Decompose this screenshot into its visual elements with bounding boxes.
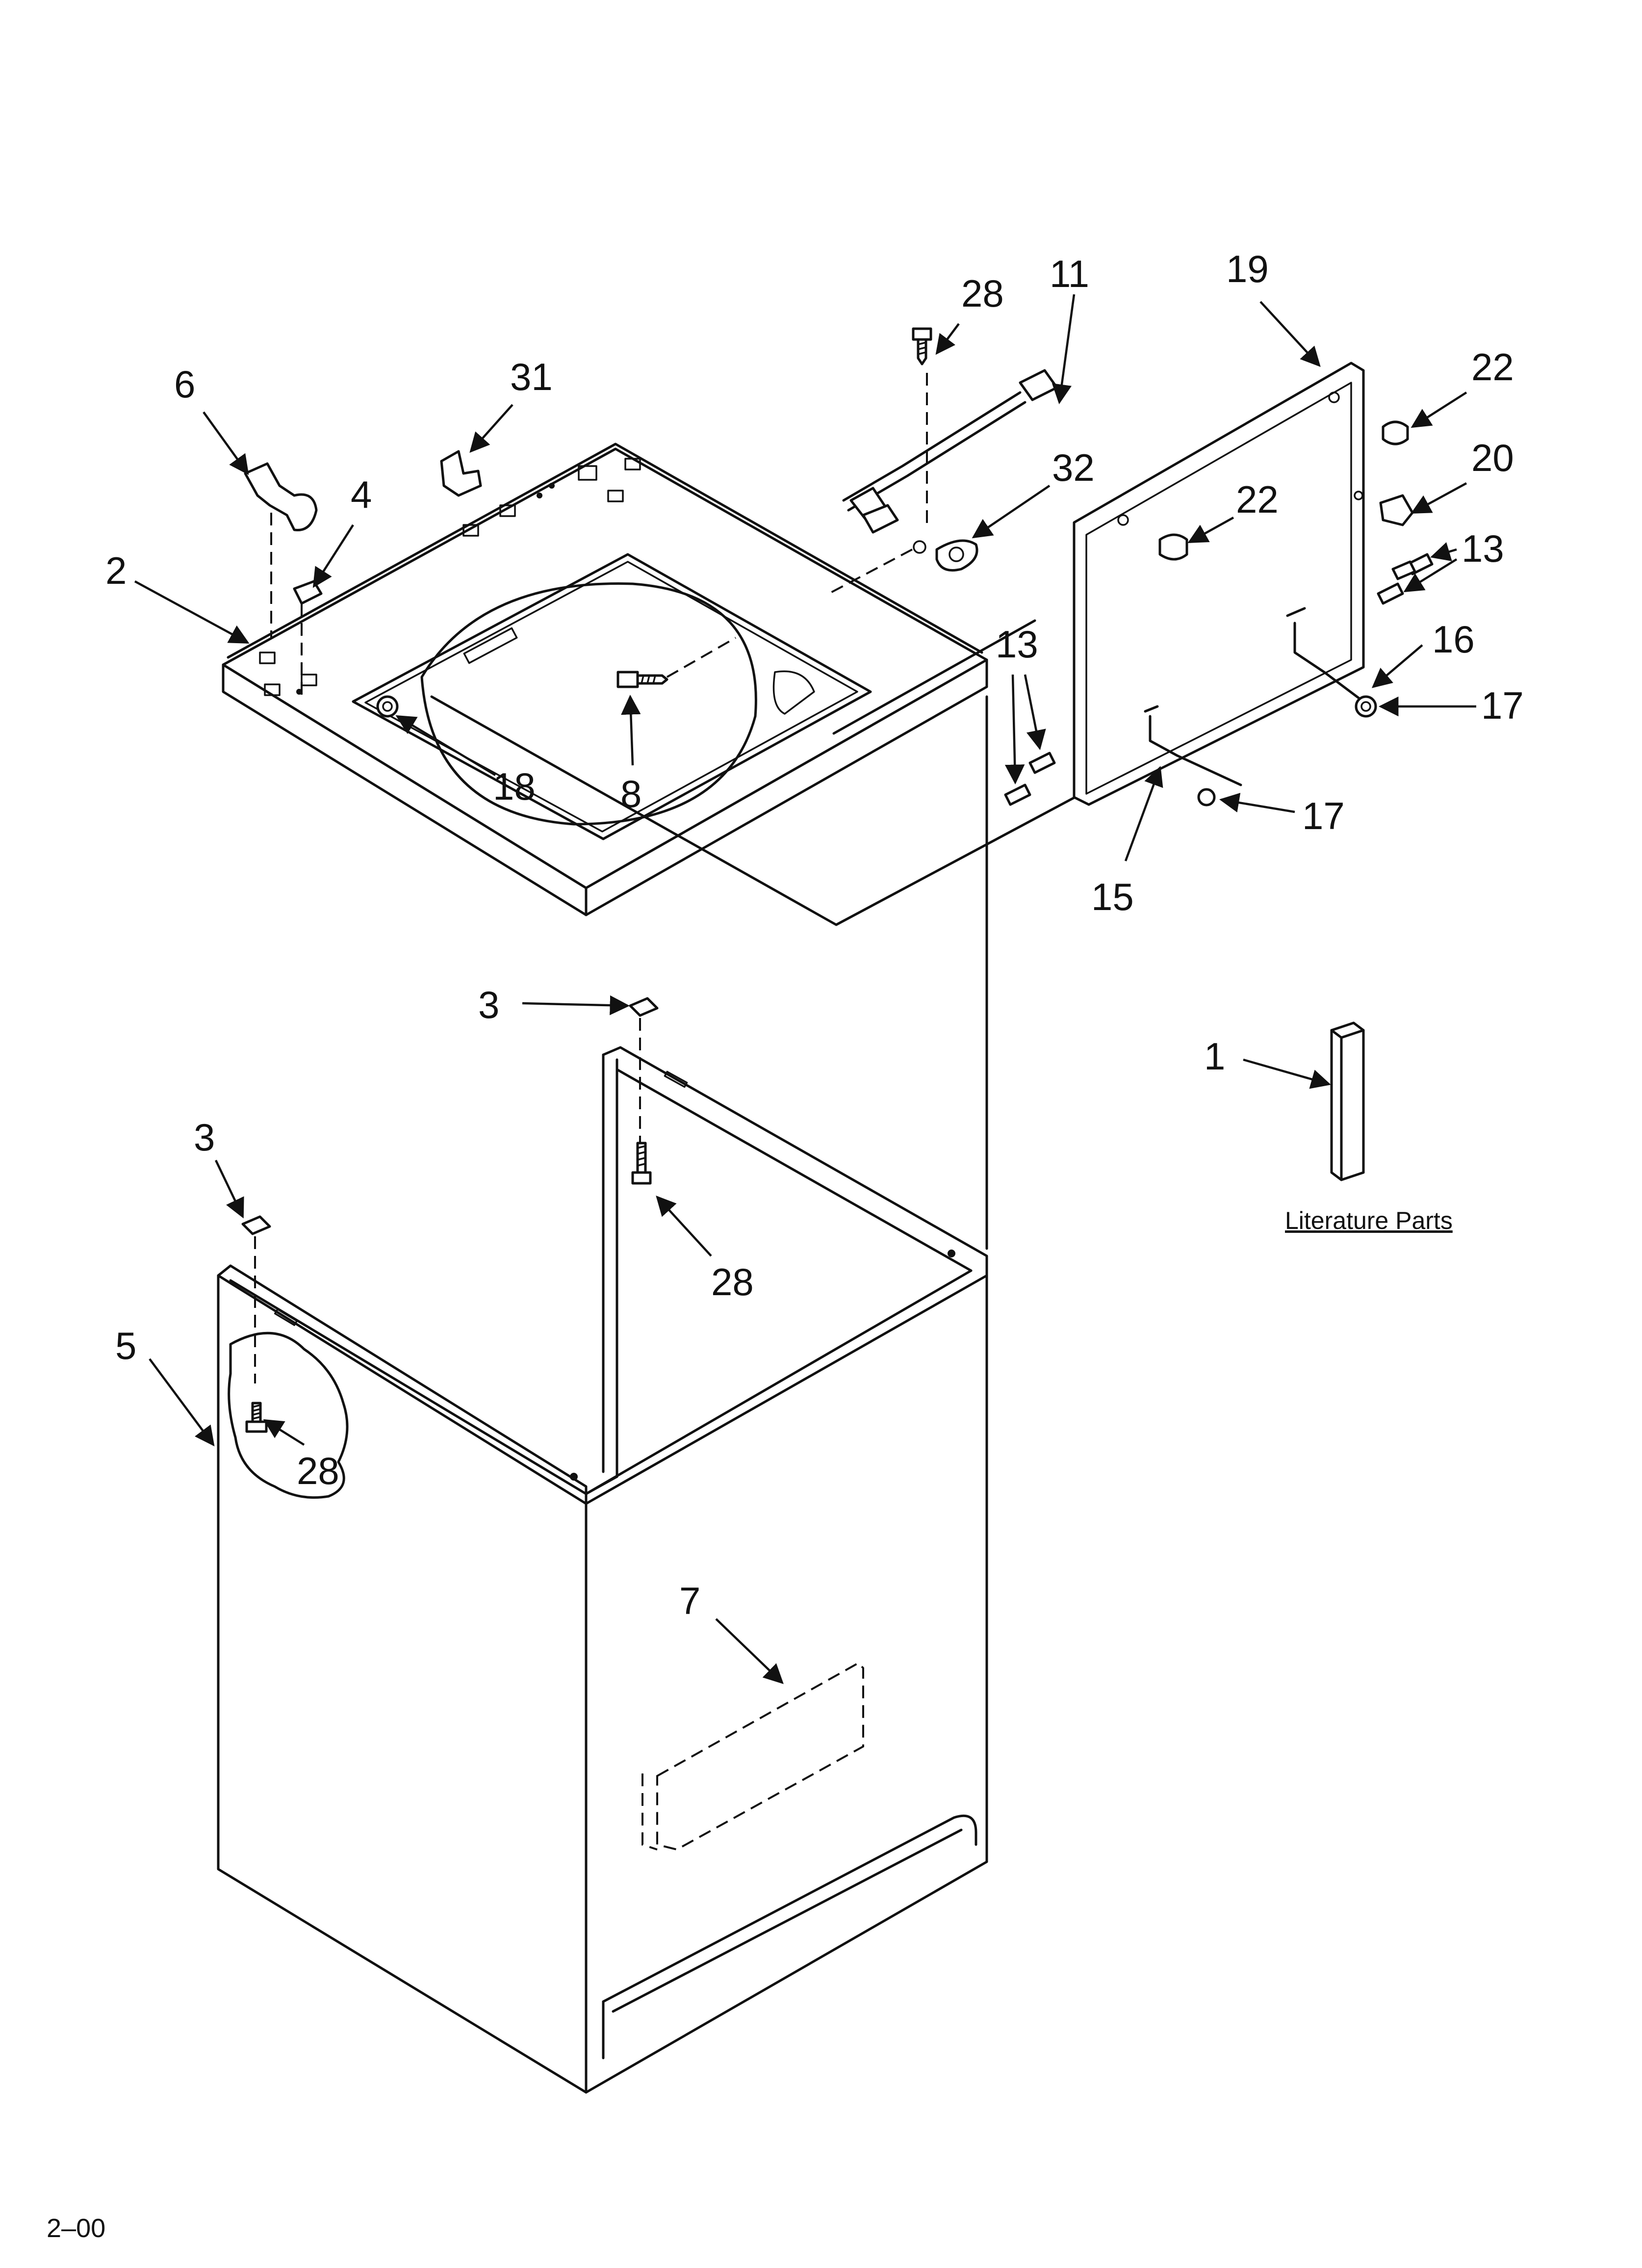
- callout-17-b: 17: [1302, 794, 1345, 837]
- part-3-clip-a: [629, 997, 659, 1017]
- part-22-knob-a: [1382, 420, 1409, 445]
- callout-1: 1: [1204, 1035, 1225, 1078]
- callout-31: 31: [510, 355, 553, 398]
- callout-13-b: 13: [996, 623, 1038, 666]
- part-6-clip: [244, 462, 318, 531]
- label-panel: [641, 1662, 864, 1851]
- part-32-grommet: [913, 539, 978, 572]
- callout-6: 6: [174, 363, 195, 406]
- callout-17-a: 17: [1481, 684, 1524, 727]
- part-28-screw-middle: [631, 1142, 652, 1185]
- part-11-wire-harness: [842, 369, 1058, 534]
- callout-3-b: 3: [194, 1116, 215, 1159]
- part-17-cap-a: [1355, 695, 1377, 718]
- dash-8: [667, 637, 736, 678]
- callout-20: 20: [1471, 436, 1514, 479]
- dash-11: [828, 548, 913, 595]
- part-31-bracket: [440, 450, 482, 497]
- part-17-cap-b: [1197, 788, 1216, 807]
- part-22-knob-b: [1158, 533, 1188, 561]
- part-28-screw-top: [912, 327, 932, 365]
- callout-2: 2: [105, 549, 127, 592]
- callout-16: 16: [1432, 618, 1475, 661]
- harness: [1144, 607, 1365, 786]
- callout-18: 18: [493, 765, 536, 808]
- callout-13-a: 13: [1462, 527, 1504, 570]
- part-13-screw-c: [1028, 752, 1056, 774]
- cabinet-cutaway: [228, 1331, 349, 1499]
- callout-28-top: 28: [961, 272, 1004, 315]
- callout-32: 32: [1052, 446, 1095, 489]
- callout-3-a: 3: [478, 983, 499, 1026]
- footer-code: 2–00: [47, 2214, 105, 2243]
- part-4-clip: [293, 580, 323, 605]
- callout-22-a: 22: [1471, 345, 1514, 389]
- part-20-switch: [1379, 494, 1414, 526]
- callout-22-b: 22: [1236, 478, 1279, 521]
- cabinet: [217, 1046, 988, 2094]
- callout-28-middle: 28: [711, 1260, 754, 1303]
- literature-parts-label: Literature Parts: [1285, 1207, 1453, 1234]
- callout-8: 8: [620, 772, 641, 815]
- part-1-literature: [1330, 1021, 1365, 1181]
- part-3-clip-b: [241, 1215, 271, 1235]
- callout-5: 5: [115, 1324, 136, 1367]
- part-18-bumper: [376, 695, 399, 718]
- callout-15: 15: [1091, 875, 1134, 918]
- callout-7: 7: [679, 1579, 700, 1622]
- callout-4: 4: [351, 473, 372, 516]
- callout-19: 19: [1226, 247, 1269, 290]
- callout-28-cutaway: 28: [297, 1449, 339, 1492]
- callout-labels: 28 11 19 22 6 31 32 4 22 20 2 13 13 16 1…: [105, 247, 1524, 1622]
- leader-lines: [134, 294, 1476, 1684]
- part-13-screw-a: [1391, 553, 1434, 580]
- part-13-screw-b: [1377, 582, 1404, 605]
- part-13-screw-d: [1004, 783, 1031, 806]
- part-8-screw: [616, 671, 668, 688]
- console-frame: [1073, 362, 1365, 806]
- callout-11: 11: [1050, 252, 1089, 295]
